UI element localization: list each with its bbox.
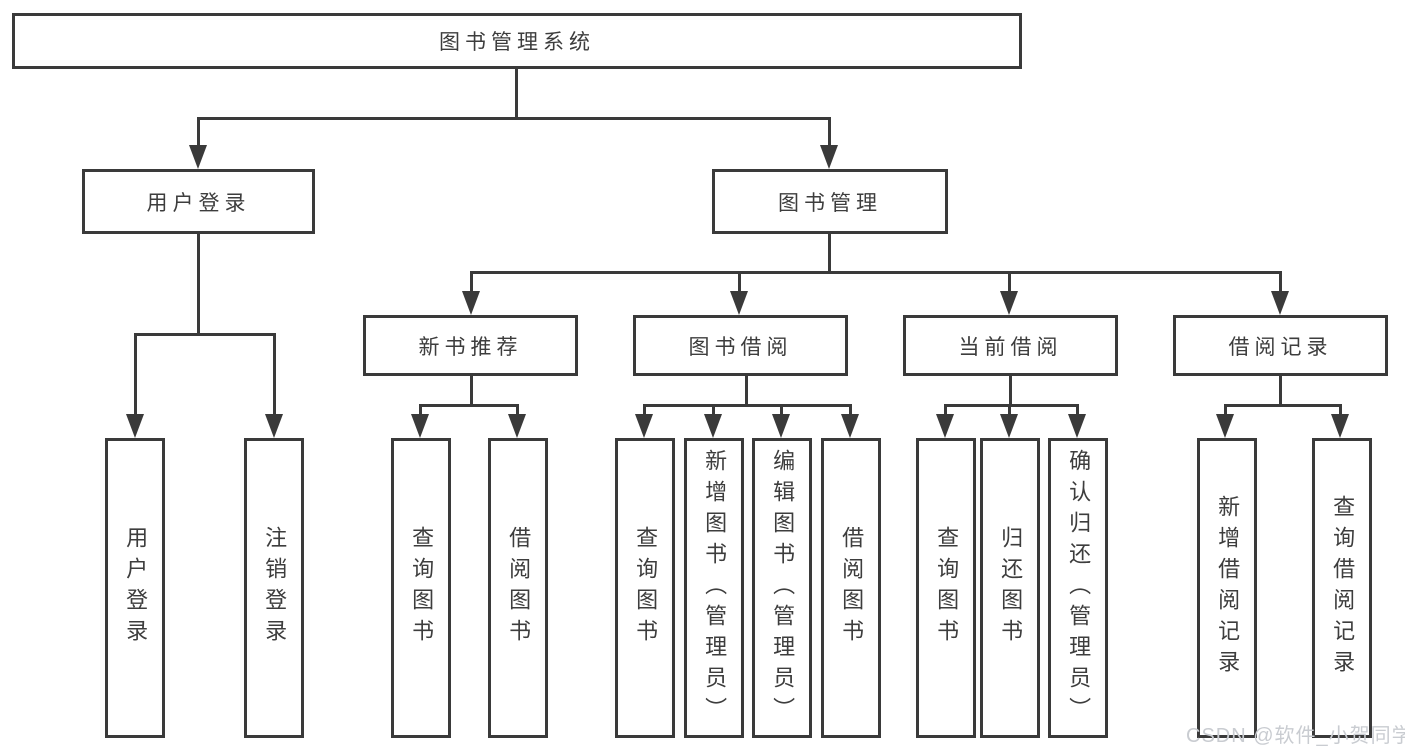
arrow-down-icon [1000,414,1018,438]
connector-line [470,376,473,406]
node-borrowing-records-label: 借阅记录 [1228,335,1333,359]
leaf-borrowing-add-books: 新增图书（管理员） [684,438,744,738]
leaf-current-return-books-label: 归还图书 [998,526,1024,650]
connector-line [197,117,831,120]
connector-line [470,271,1282,274]
node-current-borrowing-label: 当前借阅 [958,335,1063,359]
connector-line [1339,404,1342,416]
leaf-current-confirm-return-label: 确认归还（管理员） [1066,448,1092,728]
arrow-down-icon [1000,291,1018,315]
connector-line [134,333,276,336]
connector-line [515,69,518,118]
leaf-records-add-record-label: 新增借阅记录 [1215,495,1241,681]
leaf-borrowing-borrow-books-label: 借阅图书 [839,526,865,650]
connector-line [828,234,831,273]
leaf-logout-label: 注销登录 [262,526,288,650]
leaf-borrowing-query-books-label: 查询图书 [633,526,659,650]
connector-line [273,333,276,414]
node-root: 图书管理系统 [12,13,1022,69]
connector-line [1009,376,1012,406]
node-borrowing-records: 借阅记录 [1173,315,1388,376]
connector-line [643,404,851,407]
arrow-down-icon [704,414,722,438]
leaf-borrowing-edit-books-label: 编辑图书（管理员） [770,448,796,728]
node-user-login: 用户登录 [82,169,315,234]
connector-line [419,404,422,416]
arrow-down-icon [936,414,954,438]
leaf-borrowing-edit-books: 编辑图书（管理员） [752,438,812,738]
connector-line [419,404,519,407]
arrow-down-icon [411,414,429,438]
arrow-down-icon [189,145,207,169]
node-book-management: 图书管理 [712,169,948,234]
leaf-recommend-borrow-books: 借阅图书 [488,438,548,738]
arrow-down-icon [820,145,838,169]
arrow-down-icon [508,414,526,438]
arrow-down-icon [730,291,748,315]
arrow-down-icon [635,414,653,438]
connector-line [944,404,947,416]
node-root-label: 图书管理系统 [439,31,595,54]
leaf-current-query-books-label: 查询图书 [934,526,960,650]
leaf-logout: 注销登录 [244,438,304,738]
connector-line [197,234,200,336]
leaf-current-query-books: 查询图书 [916,438,976,738]
connector-line [470,271,473,293]
connector-line [516,404,519,416]
arrow-down-icon [841,414,859,438]
node-book-borrowing-label: 图书借阅 [688,335,793,359]
arrow-down-icon [1068,414,1086,438]
leaf-records-query-record: 查询借阅记录 [1312,438,1372,738]
connector-line [1076,404,1079,416]
arrow-down-icon [1331,414,1349,438]
connector-line [1008,404,1011,416]
connector-line [1008,271,1011,293]
arrow-down-icon [1271,291,1289,315]
arrow-down-icon [772,414,790,438]
connector-line [712,404,715,416]
connector-line [849,404,852,416]
leaf-borrowing-query-books: 查询图书 [615,438,675,738]
connector-line [1279,271,1282,293]
connector-line [780,404,783,416]
leaf-recommend-borrow-books-label: 借阅图书 [506,526,532,650]
leaf-user-login-label: 用户登录 [123,526,149,650]
arrow-down-icon [1216,414,1234,438]
node-new-book-recommend: 新书推荐 [363,315,578,376]
leaf-borrowing-add-books-label: 新增图书（管理员） [702,448,728,728]
connector-line [1224,404,1341,407]
connector-line [944,404,1078,407]
node-book-management-label: 图书管理 [778,191,882,215]
leaf-records-query-record-label: 查询借阅记录 [1330,495,1356,681]
node-new-book-recommend-label: 新书推荐 [418,335,523,359]
leaf-current-return-books: 归还图书 [980,438,1040,738]
connector-line [134,333,137,414]
csdn-watermark: CSDN @软件_小贺同学 [1186,725,1405,747]
leaf-user-login: 用户登录 [105,438,165,738]
connector-line [197,117,200,147]
leaf-recommend-query-books-label: 查询图书 [409,526,435,650]
connector-line [643,404,646,416]
arrow-down-icon [462,291,480,315]
node-current-borrowing: 当前借阅 [903,315,1118,376]
connector-line [738,271,741,293]
connector-line [1279,376,1282,406]
connector-line [828,117,831,147]
node-book-borrowing: 图书借阅 [633,315,848,376]
leaf-borrowing-borrow-books: 借阅图书 [821,438,881,738]
leaf-recommend-query-books: 查询图书 [391,438,451,738]
node-user-login-label: 用户登录 [146,191,251,215]
leaf-records-add-record: 新增借阅记录 [1197,438,1257,738]
connector-line [1224,404,1227,416]
leaf-current-confirm-return: 确认归还（管理员） [1048,438,1108,738]
arrow-down-icon [126,414,144,438]
connector-line [745,376,748,406]
arrow-down-icon [265,414,283,438]
